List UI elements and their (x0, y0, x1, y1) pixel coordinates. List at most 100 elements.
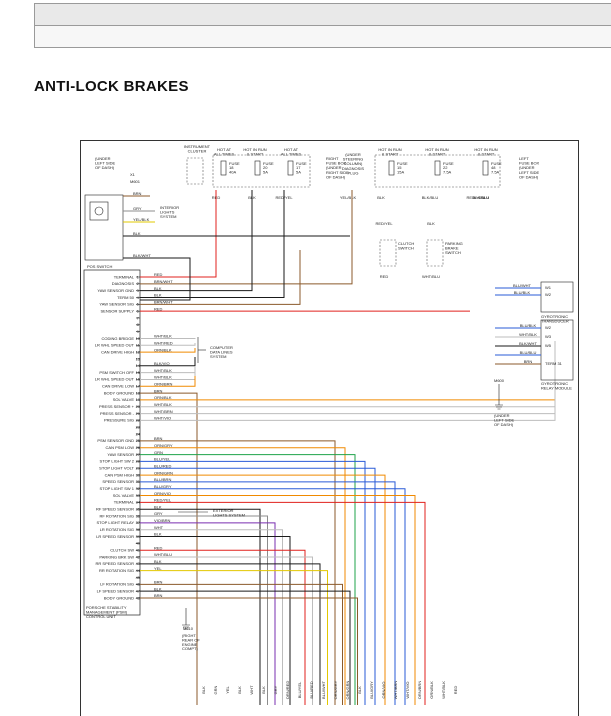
pin-4-wire-label: BLK (154, 293, 162, 298)
left-ground-label: M601 (130, 179, 141, 184)
pin-27-wire-label: GRN (154, 450, 163, 455)
pin-41-wire (140, 550, 305, 705)
switch-s2-wire-top: BLK (427, 221, 435, 226)
bottom-wire-label: ORN/GRY (333, 680, 338, 699)
pin-36-wire-label: GRY (154, 511, 163, 516)
pin-32-label: STOP LIGHT SW 1 (100, 486, 135, 491)
pin-18-wire-label: BRN (154, 388, 163, 393)
pin-43-wire-label: BLK (154, 559, 162, 564)
pin-15-wire-label: WHT/BLK (154, 368, 172, 373)
switch-s1-wire-bottom: RED (380, 274, 389, 279)
pin-20-wire-label: WHT/BLK (154, 402, 172, 407)
top-label-t4-line: OF DASH) (326, 174, 346, 179)
pin-16-wire-label: WHT/BLK (154, 375, 172, 380)
pin-21-label: PRESS SENSOR - (100, 411, 135, 416)
pin-41-label: CLUTCH SW (110, 547, 134, 552)
switch-s1-outline (380, 240, 396, 266)
bottom-wire-label: BLU/YEL (297, 681, 302, 698)
pin-27-label: YAW SENSOR (107, 452, 134, 457)
pin-16-label: LR WHL SPEED OUT (95, 377, 135, 382)
gyro-pin-wire: BLK/WHT (519, 341, 537, 346)
pin-30-wire-label: ORN/GRN (154, 470, 173, 475)
dimmer-label-line: SYSTEM (160, 214, 176, 219)
bottom-wire-label: BLU/GRY (369, 681, 374, 699)
pin-28-wire (140, 461, 365, 705)
top-label-t10-line: OF DASH) (95, 165, 115, 170)
pin-46-label: LF ROTATION SIG (100, 582, 134, 587)
pin-14-wire-label: BLK/VIO (154, 361, 170, 366)
gyro-wpin-number: W2 (545, 292, 552, 297)
gyro-relay-line: RELAY MODULE (541, 385, 572, 390)
gyro-transducer-line: TRANSDUCER (541, 318, 569, 323)
gyro-pin-number: W5 (545, 343, 552, 348)
pin-46-wire-label: BRN (154, 580, 163, 585)
fuse-wire-label: BLU (481, 195, 489, 200)
pin-10-wire-label: WHT/BLK (154, 334, 172, 339)
gyro-wpin-wire: BLU/WHT (513, 283, 532, 288)
pin-1-wire-label: RED (154, 272, 163, 277)
gyro-pin-wire: WHT/BLK (519, 332, 537, 337)
bottom-wire-label: ORN/RED (285, 681, 290, 700)
pin-28-wire-label: BLU/YEL (154, 457, 171, 462)
fuse-f1-line: 40A (229, 169, 236, 174)
pin-33-wire-label: ORN/VIO (154, 491, 171, 496)
pin-12-wire-label: ORN/BLK (154, 347, 172, 352)
left-wire-label: BLK/WHT (133, 253, 151, 258)
pin-44-wire-label: YEL (154, 566, 162, 571)
exterior-lights-line: LIGHTS SYSTEM (213, 512, 245, 517)
pin-33-wire (140, 496, 415, 705)
pin-43-label: RR SPEED SENSOR (96, 561, 135, 566)
bottom-wire-label: WHT/VIO (405, 681, 410, 698)
pin-29-wire (140, 468, 375, 705)
pin-43-wire (140, 564, 320, 705)
pin-15-label: PSM SWITCH OFF (99, 370, 134, 375)
pin-24-number: 24 (136, 431, 141, 436)
pin-20-label: PRESS SENSOR + (99, 404, 135, 409)
bottom-wire-label: WHT/BRN (393, 681, 398, 700)
pin-23-number: 23 (136, 425, 141, 430)
pin-35-label: RF SPEED SENSOR (96, 507, 134, 512)
fuse-f1-body (221, 161, 226, 175)
fuse-f2-body (255, 161, 260, 175)
gyro-pin-wire: BLU/BLU (520, 350, 537, 355)
fuse-wire-label: BLK (377, 195, 385, 200)
pin-27-wire (140, 455, 355, 705)
top-label-t9-line: OF DASH) (519, 174, 539, 179)
bottom-wire-label: BLK (237, 686, 242, 694)
pin-19-wire (140, 352, 555, 400)
switch-s1-line: SWITCH (398, 245, 414, 250)
pin-37-wire-label: VIO/BRN (154, 518, 171, 523)
pin-29-wire-label: BLU/RED (154, 463, 171, 468)
top-label-t0-line: CLUSTER (188, 149, 207, 154)
pin-6-label: SENSOR SUPPLY (101, 308, 135, 313)
pin-17-wire-label: ORN/BRN (154, 381, 173, 386)
pin-26-wire-label: ORN/GRY (154, 443, 173, 448)
fuse-f3-body (288, 161, 293, 175)
gyro-ground: M600 (494, 378, 505, 383)
pin-38-label: LR ROTATION SIG (100, 527, 134, 532)
top-label-t6-line: & START (382, 152, 399, 157)
dimmer-box (90, 202, 108, 220)
pin-11-label: LR WHL SPEED OUT (95, 343, 135, 348)
pin-34-wire-label: RED/YEL (154, 498, 172, 503)
pin-45-number: 45 (136, 575, 141, 580)
switch-s1-wire-top: RED/YEL (375, 221, 393, 226)
pin-12-label: CAN DRIVE HIGH (101, 349, 134, 354)
top-label-t2-line: & START (247, 152, 264, 157)
gyro-wpin-wire: BLU/BLK (514, 290, 531, 295)
pin-29-label: STOP LIGHT VOLT (99, 466, 134, 471)
pin-4-label: TERM 50 (117, 295, 135, 300)
pin-31-label: SPEED SENSOR (102, 479, 134, 484)
pin-48-label: BODY GROUND (104, 595, 134, 600)
pin-35-wire (140, 509, 260, 705)
switch-s2-outline (427, 240, 443, 266)
top-label-t5-line: PLUG (348, 170, 359, 175)
pin-47-wire-label: BLK (154, 586, 162, 591)
switch-s2-wire-bottom: WHT/BLU (422, 274, 440, 279)
pin-47-wire (140, 591, 350, 705)
pin-11-wire-label: WHT/RED (154, 340, 173, 345)
pin-44-label: RR ROTATION SIG (99, 568, 134, 573)
fuse-f4-body (389, 161, 394, 175)
pin-19-label: SOL VALVE (113, 397, 135, 402)
